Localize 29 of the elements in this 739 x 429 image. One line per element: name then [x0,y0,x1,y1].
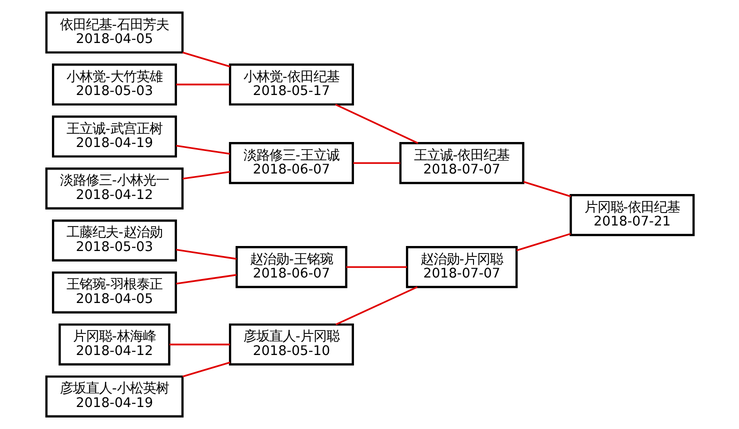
node-box: 彦坂直人-小松英树 2018-04-19 [44,375,184,418]
node-box: 淡路修三-小林光一 2018-04-12 [44,167,184,210]
node-box: 王立诚-依田纪基 2018-07-07 [398,142,524,184]
node-box: 彦坂直人-片冈聪 2018-05-10 [228,323,354,366]
node-box: 片冈聪-林海峰 2018-04-12 [58,323,170,366]
node-box: 小林觉-依田纪基 2018-05-17 [228,64,354,106]
connector [182,52,230,68]
connector [522,181,570,198]
connector [182,362,230,378]
node-box: 小林觉-大竹英雄 2018-05-03 [51,64,176,106]
node-box: 依田纪基-石田芳夫 2018-04-05 [44,12,184,54]
node-box: 工藤纪夫-赵治勋 2018-05-03 [51,219,176,262]
connector [346,266,406,268]
node-box: 赵治勋-王铭琬 2018-06-07 [235,246,347,288]
connector [176,274,236,284]
connector [352,162,400,164]
node-box: 片冈聪-依田纪基 2018-07-21 [569,194,694,236]
connector [176,248,236,260]
node-box: 赵治勋-片冈聪 2018-07-07 [405,246,518,288]
node-box: 王铭琬-羽根泰正 2018-04-05 [51,271,176,314]
node-box: 淡路修三-王立诚 2018-06-07 [228,142,354,184]
connector [516,232,570,252]
connector [168,344,230,346]
node-box: 王立诚-武宫正树 2018-04-19 [51,116,176,158]
connector [176,144,230,155]
connector [182,171,230,180]
connector [176,84,230,86]
connector [335,286,418,326]
connector [334,104,418,144]
